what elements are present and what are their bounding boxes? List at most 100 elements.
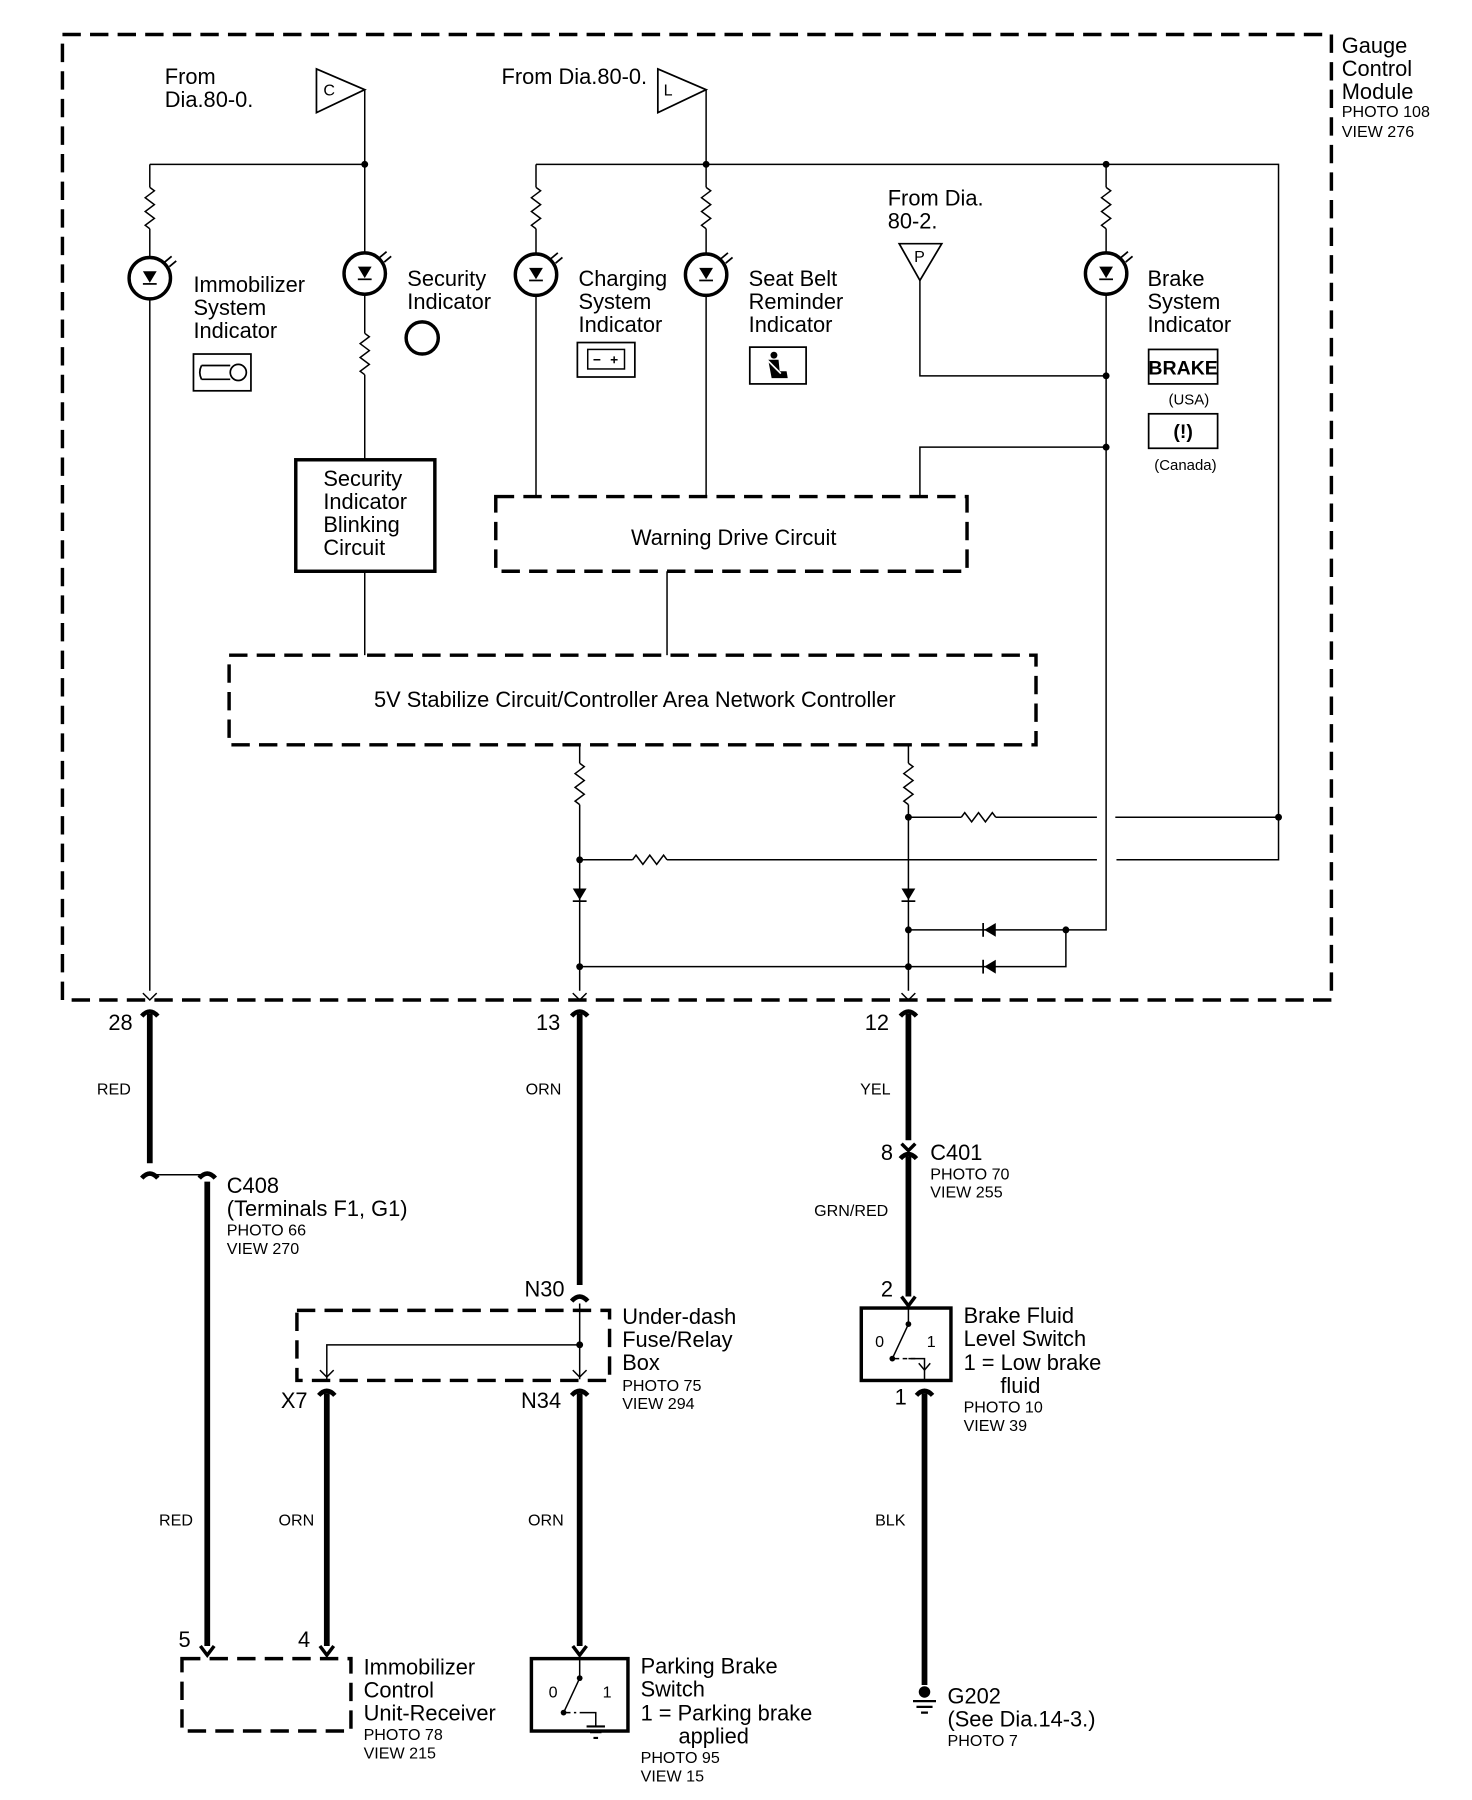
- fuse-box-arrows: [319, 1369, 588, 1379]
- ground-photo: PHOTO 7: [947, 1732, 1017, 1750]
- source-c-flag-letter: C: [323, 81, 335, 99]
- source-c: From Dia.80-0. C: [165, 64, 367, 115]
- fuse-box-x7-pin: X7: [281, 1388, 308, 1413]
- brake-fluid-pin-bottom: 1: [895, 1385, 907, 1410]
- c401-pin: 8: [881, 1140, 893, 1165]
- source-p: From Dia. 80-2. P: [888, 186, 984, 283]
- label-line: System: [579, 289, 652, 314]
- immobilizer-indicator-label: Immobilizer System Indicator: [193, 272, 305, 343]
- label-line: Indicator: [407, 289, 491, 314]
- brake-usa-label: (USA): [1169, 392, 1210, 409]
- brake-fluid-switch-box: [859, 1306, 953, 1383]
- ground-see: (See Dia.14-3.): [947, 1706, 1095, 1731]
- resistor-pullup-12: [960, 811, 997, 823]
- brake-fluid-pin-2: 2: [881, 1277, 917, 1309]
- label-line: Reminder: [749, 289, 844, 314]
- resistor-charging: [530, 186, 542, 230]
- wire-orn-label: ORN: [526, 1080, 562, 1098]
- c408-view: VIEW 270: [227, 1240, 299, 1258]
- resistor-brake: [1100, 186, 1112, 230]
- diode-brake-upper: [982, 922, 996, 937]
- wire-c-bus: [149, 89, 366, 166]
- wire-grn-red-label: GRN/RED: [814, 1202, 888, 1220]
- seatbelt-icon: [748, 346, 807, 385]
- label-line: Control: [364, 1678, 434, 1703]
- label-line: Switch: [641, 1677, 705, 1702]
- terminal-12-pin: 12: [865, 1010, 889, 1035]
- source-p-flag: [897, 242, 944, 283]
- label-line: Indicator: [193, 318, 277, 343]
- label-line: Brake Fluid: [964, 1303, 1074, 1328]
- parking-switch-view: VIEW 15: [641, 1768, 704, 1786]
- terminal-13-pin: 13: [536, 1010, 560, 1035]
- immobilizer-unit-pins: 5 4: [179, 1627, 336, 1659]
- source-c-flag: [315, 67, 367, 115]
- ground-g202-label: G202 (See Dia.14-3.) PHOTO 7: [947, 1683, 1095, 1750]
- brake-fluid-pin-top: 2: [881, 1277, 893, 1302]
- brake-fluid-photo: PHOTO 10: [964, 1399, 1043, 1417]
- fuse-box-view: VIEW 294: [622, 1395, 694, 1413]
- label-line: Level Switch: [964, 1326, 1087, 1351]
- wire-p-to-brake: [919, 280, 1107, 377]
- warning-drive-circuit-label: Warning Drive Circuit: [631, 525, 836, 550]
- wire-orn-n34-label: ORN: [528, 1511, 564, 1529]
- warning-drive-circuit-box: [494, 494, 969, 573]
- label-line: Blinking: [323, 512, 399, 537]
- brake-fluid-view: VIEW 39: [964, 1417, 1027, 1435]
- terminal-28: 28: [108, 992, 160, 1035]
- module-title-line2: Control: [1342, 56, 1412, 81]
- fuse-box-n34-pin: N34: [521, 1388, 561, 1413]
- security-blinking-circuit-box: [294, 458, 437, 573]
- resistor-security: [359, 332, 371, 376]
- junction-dot: [1062, 926, 1070, 934]
- lamp-security: [342, 251, 392, 296]
- fuse-box-n34: N34: [521, 1388, 590, 1413]
- parking-switch-ground-icon: [586, 1725, 605, 1739]
- diode-13: [572, 888, 587, 903]
- diode-brake-lower: [982, 959, 996, 974]
- wire-brake-to-diodes: [1065, 294, 1107, 931]
- parking-switch-photo: PHOTO 95: [641, 1749, 720, 1767]
- brake-fluid-pos0: 0: [875, 1333, 884, 1351]
- junction-dot: [1102, 372, 1110, 380]
- brake-fluid-switch-label: Brake Fluid Level Switch 1 = Low brake f…: [964, 1303, 1102, 1435]
- source-c-line1: From: [165, 64, 216, 89]
- battery-icon: [576, 341, 636, 378]
- resistor-out-12: [903, 762, 914, 806]
- module-title-line3: Module: [1342, 79, 1414, 104]
- label-line: Fuse/Relay: [622, 1327, 732, 1352]
- label-line: Box: [622, 1350, 660, 1375]
- diode-12: [901, 888, 916, 903]
- parking-switch-symbol: 0 1: [549, 1658, 612, 1727]
- immobilizer-control-unit-box: [180, 1656, 353, 1733]
- terminal-13: 13: [536, 992, 590, 1035]
- junction-dot: [1102, 443, 1110, 451]
- label-line: System: [193, 295, 266, 320]
- junction-dot: [1275, 813, 1282, 821]
- gauge-control-module-boundary: [60, 32, 1334, 1002]
- label-line: Immobilizer: [364, 1655, 476, 1680]
- terminal-12: 12: [865, 992, 919, 1035]
- lamp-immobilizer: [127, 255, 177, 301]
- resistor-immobilizer: [144, 186, 156, 230]
- brake-usa-icon: BRAKE: [1147, 348, 1219, 385]
- module-label: Gauge Control Module PHOTO 108 VIEW 276: [1342, 33, 1430, 141]
- label-line: Indicator: [749, 312, 833, 337]
- can-controller-label: 5V Stabilize Circuit/Controller Area Net…: [374, 687, 896, 712]
- immobilizer-unit-label: Immobilizer Control Unit-Receiver PHOTO …: [364, 1655, 496, 1763]
- immobilizer-pin-5: 5: [179, 1627, 191, 1652]
- connector-c401: 8: [881, 1140, 919, 1165]
- brake-canada-icon: (!): [1147, 412, 1219, 450]
- wire-blk-label: BLK: [875, 1511, 906, 1529]
- fuse-box-internal-wiring: [326, 1303, 581, 1380]
- c401-view: VIEW 255: [930, 1184, 1002, 1202]
- source-p-flag-letter: P: [914, 248, 925, 266]
- security-blinking-circuit-label: Security Indicator Blinking Circuit: [323, 466, 407, 560]
- c401-name: C401: [930, 1140, 982, 1165]
- label-line: Unit-Receiver: [364, 1701, 496, 1726]
- junction-dot: [576, 1341, 584, 1349]
- source-p-line2: 80-2.: [888, 209, 938, 234]
- wire-brake-to-warning: [919, 446, 1107, 497]
- fuse-box-x7: X7: [281, 1388, 337, 1413]
- label-line: Seat Belt: [749, 266, 838, 291]
